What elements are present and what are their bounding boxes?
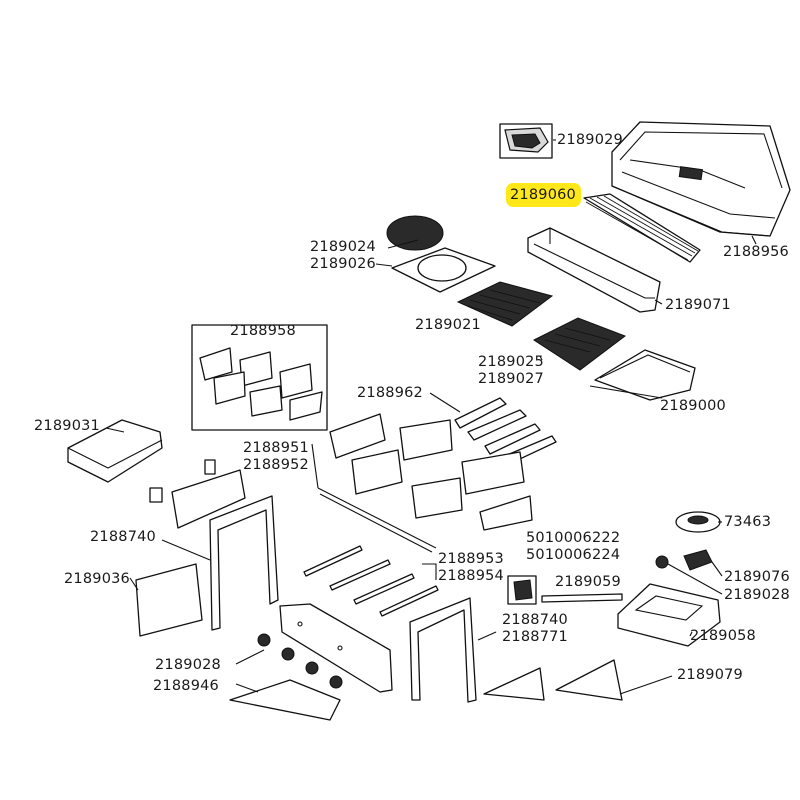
label-2188954: 2188954 (438, 568, 504, 584)
label-2188953: 2188953 (438, 551, 504, 567)
label-2188740-right: 2188740 (502, 612, 568, 628)
label-73463: 73463 (724, 514, 772, 530)
part-bracket-set (191, 324, 328, 431)
part-heat-shield-rail (527, 227, 661, 313)
label-2188952: 2188952 (243, 457, 309, 473)
label-2188951: 2188951 (243, 440, 309, 456)
label-2189027: 2189027 (478, 371, 544, 387)
part-gas-valve (507, 575, 537, 605)
part-warming-rack (583, 193, 701, 263)
part-griddle-frame (391, 247, 496, 293)
label-5010006224: 5010006224 (526, 547, 621, 563)
highlight-marker (506, 183, 581, 207)
part-burners (303, 545, 439, 617)
part-crossover-rod (541, 593, 623, 603)
label-2189059: 2189059 (555, 574, 621, 590)
label-2189060: 2189060 (510, 187, 576, 203)
part-cart-frame-left (209, 495, 279, 631)
label-2188740-left: 2188740 (90, 529, 156, 545)
part-griddle-plate (594, 349, 696, 401)
label-2188956: 2188956 (723, 244, 789, 260)
label-2189079: 2189079 (677, 667, 743, 683)
part-lid (611, 121, 791, 237)
leader-lines (105, 139, 757, 695)
label-2189021: 2189021 (415, 317, 481, 333)
label-2188958: 2188958 (230, 323, 296, 339)
part-cooking-grate (456, 281, 554, 327)
label-2189026: 2189026 (310, 256, 376, 272)
label-5010006222: 5010006222 (526, 530, 621, 546)
part-bottom-panels (229, 659, 623, 721)
label-2189028-left: 2189028 (155, 657, 221, 673)
label-2189000: 2189000 (660, 398, 726, 414)
part-control-panel-front (279, 603, 393, 693)
label-2189031: 2189031 (34, 418, 100, 434)
part-handle-emblem (499, 123, 553, 159)
part-side-burner-box (617, 583, 721, 647)
part-side-burner (675, 511, 721, 533)
label-2188771: 2188771 (502, 629, 568, 645)
part-cast-grate (532, 317, 627, 371)
part-control-panel-small (149, 459, 246, 529)
label-2188946: 2188946 (153, 678, 219, 694)
part-cart-frame-right (409, 597, 477, 703)
label-2189024: 2189024 (310, 239, 376, 255)
label-2189028-right: 2189028 (724, 587, 790, 603)
label-2189071: 2189071 (665, 297, 731, 313)
label-2189036: 2189036 (64, 571, 130, 587)
label-2189029: 2189029 (557, 132, 623, 148)
part-round-griddle (386, 215, 444, 251)
part-flame-tamers (454, 397, 557, 467)
label-2189058: 2189058 (690, 628, 756, 644)
part-control-knobs (257, 633, 343, 689)
label-2188962: 2188962 (357, 385, 423, 401)
part-firebox-brackets (317, 413, 533, 553)
label-2189025: 2189025 (478, 354, 544, 370)
part-side-shelf (67, 419, 163, 483)
label-2189076: 2189076 (724, 569, 790, 585)
part-igniter (655, 549, 713, 571)
part-door-panel (135, 563, 203, 637)
